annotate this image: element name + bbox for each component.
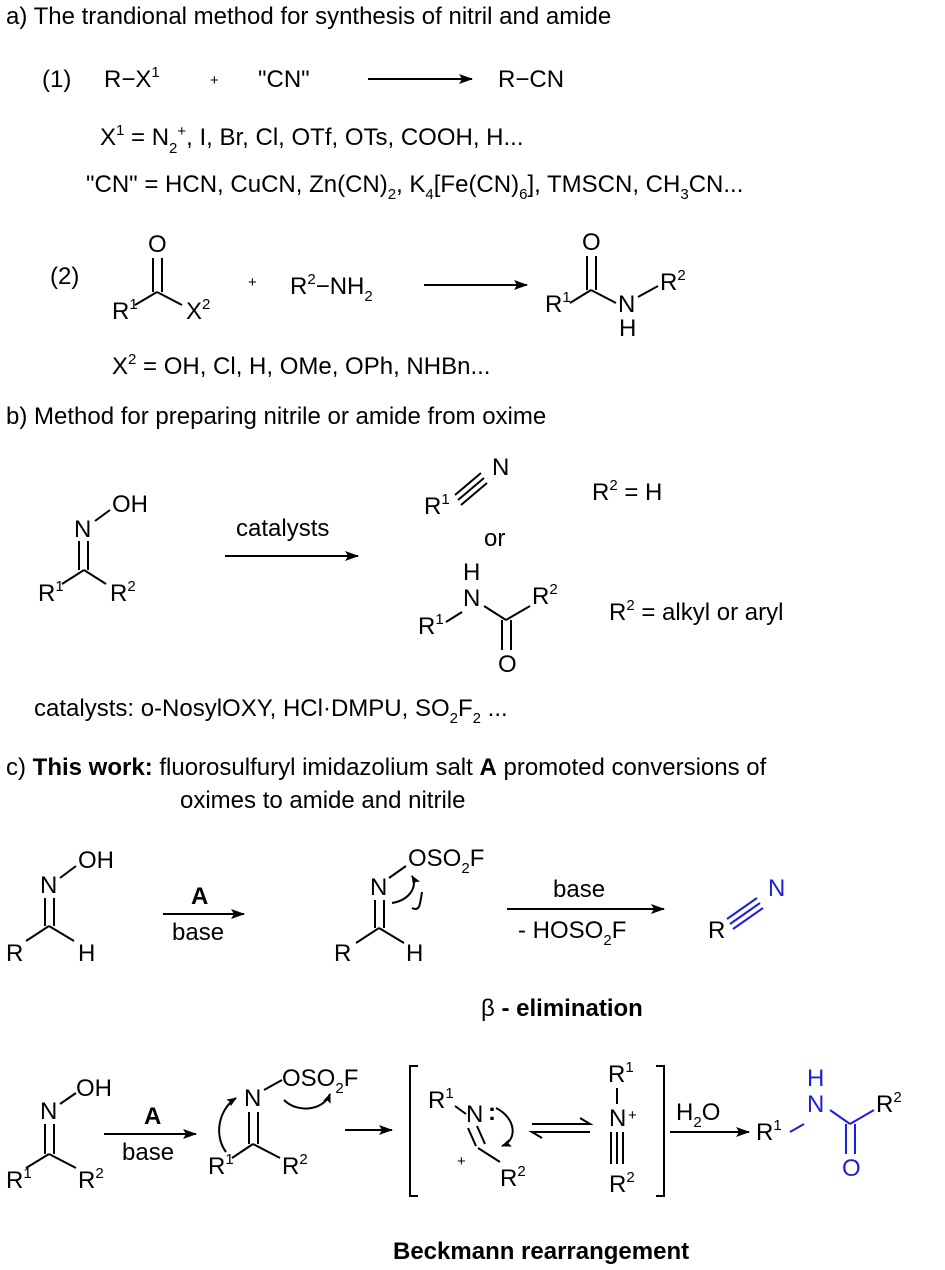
r2-oxime-n: N bbox=[40, 1098, 57, 1125]
r2-reagent-a: A bbox=[144, 1103, 161, 1130]
eq2-plus: + bbox=[248, 274, 257, 291]
condition-r2-h: R2 = H bbox=[592, 477, 662, 506]
condition-r2-alkyl: R2 = alkyl or aryl bbox=[609, 597, 783, 626]
r1-oxime-n: N bbox=[40, 872, 57, 899]
b-lone-pair: : bbox=[488, 1099, 496, 1126]
catalysts-list: catalysts: o-NosylOXY, HCl·DMPU, SO2F2 .… bbox=[34, 695, 508, 727]
r2-int-r1: R1 bbox=[208, 1151, 234, 1180]
r1-reagent-a: A bbox=[191, 883, 208, 910]
amide-o: O bbox=[498, 651, 517, 678]
eq1-plus: + bbox=[210, 72, 219, 89]
b-n: N bbox=[466, 1101, 483, 1128]
r1-int-r: R bbox=[334, 940, 351, 967]
section-b-heading: b) Method for preparing nitrile or amide… bbox=[6, 403, 546, 430]
n-r2: R2 bbox=[609, 1169, 635, 1198]
r1-oxime-r: R bbox=[6, 940, 23, 967]
amide-h: H bbox=[463, 559, 480, 586]
n-n: N bbox=[609, 1105, 626, 1132]
eq2-label: (2) bbox=[50, 263, 79, 290]
oxime-r1: R1 bbox=[38, 578, 64, 607]
r1-base: base bbox=[172, 919, 224, 946]
oxime-r2: R2 bbox=[110, 578, 136, 607]
r1-int-n: N bbox=[370, 874, 387, 901]
eq2-product-r2: R2 bbox=[660, 267, 686, 296]
r1-int-group: OSO2F bbox=[408, 845, 484, 877]
oxime-method: N OH R1 R2 catalysts R1 N R2 = H or H N … bbox=[34, 454, 783, 727]
b-r2: R2 bbox=[500, 1163, 526, 1192]
b-r1: R1 bbox=[428, 1085, 454, 1114]
r2-water: H2O bbox=[676, 1099, 720, 1131]
r2-oxime-oh: OH bbox=[76, 1075, 112, 1102]
eq2-product-n: N bbox=[618, 291, 635, 318]
or-text: or bbox=[484, 525, 505, 552]
p-n: N bbox=[807, 1091, 824, 1118]
bracket-left bbox=[409, 1065, 418, 1197]
cn-definition: "CN" = HCN, CuCN, Zn(CN)2, K4[Fe(CN)6], … bbox=[86, 171, 743, 203]
oxime-n: N bbox=[74, 516, 91, 543]
eq2-carbonyl-o: O bbox=[148, 231, 167, 258]
r1-product-r: R bbox=[708, 917, 725, 944]
section-a-heading: a) The trandional method for synthesis o… bbox=[6, 3, 611, 30]
eq2-product-h: H bbox=[619, 315, 636, 342]
r2-int-group: OSO2F bbox=[282, 1065, 358, 1097]
p-h: H bbox=[807, 1065, 824, 1092]
beta-elimination-caption: β - elimination bbox=[481, 995, 643, 1022]
eq2-amine: R2−NH2 bbox=[290, 271, 373, 305]
nitrile-r1: R1 bbox=[424, 491, 450, 520]
eq2-r1: R1 bbox=[112, 296, 138, 325]
r1-oxime-h: H bbox=[78, 940, 95, 967]
beckmann-scheme: N OH R1 R2 A base N OSO2F R1 R2 R1 N : + bbox=[6, 1059, 902, 1265]
oxime-oh: OH bbox=[112, 491, 148, 518]
beta-elimination-scheme: N OH R H A base N OSO2F R H base - HOSO2… bbox=[6, 845, 785, 1022]
beckmann-caption: Beckmann rearrangement bbox=[393, 1238, 689, 1265]
eq1-reactant: R−X1 bbox=[104, 64, 160, 93]
r1-product-n: N bbox=[768, 875, 785, 902]
bracket-right bbox=[656, 1065, 665, 1197]
r2-oxime-r1: R1 bbox=[6, 1165, 32, 1194]
eq2-x2: X2 bbox=[186, 296, 210, 325]
amide-n: N bbox=[463, 585, 480, 612]
r2-int-n: N bbox=[244, 1085, 261, 1112]
eq1-cn-reagent: "CN" bbox=[258, 66, 310, 93]
r2-int-r2: R2 bbox=[282, 1151, 308, 1180]
b-plus: + bbox=[457, 1153, 466, 1170]
p-o: O bbox=[842, 1155, 861, 1182]
equation-2: (2) O R1 X2 + R2−NH2 O R1 N H R2 X2 = OH… bbox=[50, 229, 686, 380]
section-c-heading: c) This work: fluorosulfuryl imidazolium… bbox=[6, 754, 767, 781]
eq2-product-r1: R1 bbox=[545, 289, 571, 318]
r1-oxime-oh: OH bbox=[78, 847, 114, 874]
r1-step2-byproduct: - HOSO2F bbox=[518, 917, 626, 949]
r2-base: base bbox=[122, 1139, 174, 1166]
r1-int-h: H bbox=[406, 940, 423, 967]
eq1-label: (1) bbox=[42, 66, 71, 93]
x1-definition: X1 = N2+, I, Br, Cl, OTf, OTs, COOH, H..… bbox=[100, 122, 524, 157]
nitrile-n: N bbox=[492, 454, 509, 481]
eq1-product: R−CN bbox=[498, 66, 564, 93]
n-plus: + bbox=[628, 1107, 637, 1124]
p-r2: R2 bbox=[876, 1089, 902, 1118]
r2-oxime-r2: R2 bbox=[78, 1165, 104, 1194]
catalysts-arrow-label: catalysts bbox=[236, 515, 329, 542]
r1-step2-base: base bbox=[553, 876, 605, 903]
equation-1: (1) R−X1 + "CN" R−CN X1 = N2+, I, Br, Cl… bbox=[42, 64, 743, 203]
p-r1: R1 bbox=[756, 1117, 782, 1146]
eq2-product-o: O bbox=[582, 229, 601, 256]
amide-r1: R1 bbox=[418, 611, 444, 640]
n-r1: R1 bbox=[608, 1059, 634, 1088]
x2-definition: X2 = OH, Cl, H, OMe, OPh, NHBn... bbox=[112, 351, 490, 380]
section-c-heading-line2: oximes to amide and nitrile bbox=[180, 787, 465, 814]
amide-r2: R2 bbox=[532, 581, 558, 610]
